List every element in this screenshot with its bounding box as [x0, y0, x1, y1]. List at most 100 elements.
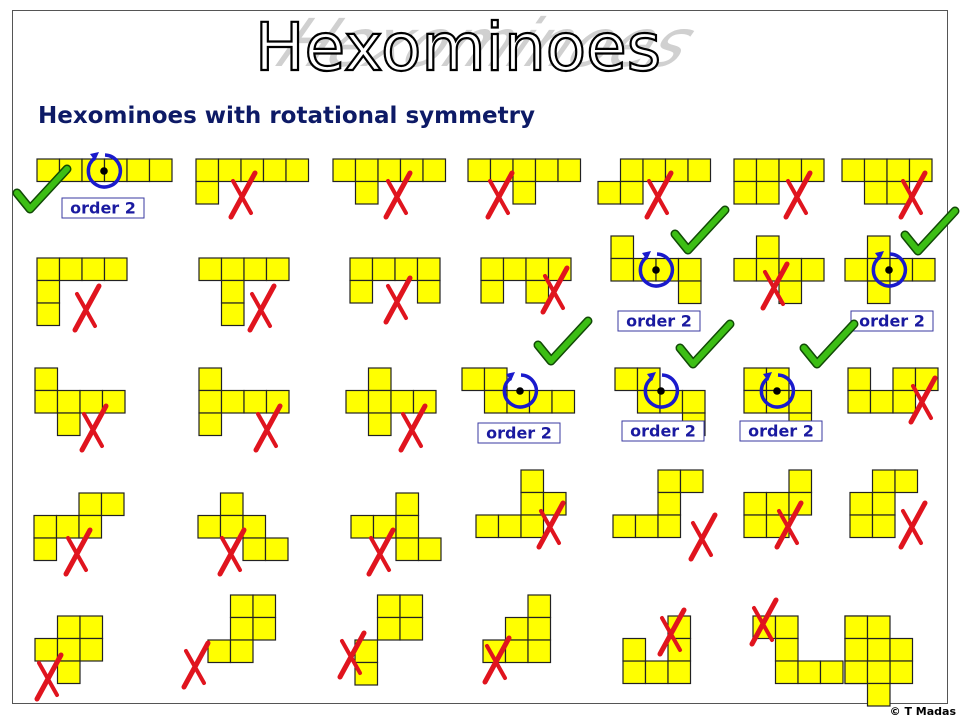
hexomino-cell — [866, 660, 891, 685]
hexomino-cell — [148, 158, 173, 183]
hexomino-28 — [849, 469, 928, 550]
copyright-notice: © T Madas — [889, 705, 956, 718]
hexomino-5 — [597, 158, 712, 220]
hexomino-cell — [525, 279, 550, 304]
hexomino-cell — [778, 280, 803, 305]
hexomino-cell — [467, 158, 492, 183]
hexomino-cell — [345, 389, 370, 414]
symmetry-order-label: order 2 — [621, 420, 705, 442]
hexomino-cell — [367, 412, 392, 437]
hexomino-26 — [612, 469, 718, 562]
hexomino-cell — [103, 257, 128, 282]
hexomino-27 — [743, 469, 813, 550]
hexomino-cell — [889, 660, 914, 685]
hexomino-cell — [377, 158, 402, 183]
cross-mark-icon — [383, 170, 413, 220]
symmetry-order-label: order 2 — [477, 422, 561, 444]
check-mark-icon — [533, 316, 593, 366]
hexomino-cell — [126, 158, 151, 183]
title-shadow: Hexominoes — [257, 6, 717, 82]
hexomino-cell — [677, 257, 702, 282]
hexomino-21 — [847, 367, 939, 425]
hexomino-17 — [345, 367, 437, 453]
slide-frame — [12, 10, 948, 704]
hexomino-cell — [399, 594, 424, 619]
cross-mark-icon — [540, 265, 570, 315]
cross-mark-icon — [337, 630, 367, 680]
hexomino-cell — [849, 514, 874, 539]
rotation-arrow-icon — [638, 251, 675, 288]
hexomino-cell — [242, 514, 267, 539]
hexomino-cell — [220, 389, 245, 414]
hexomino-31 — [337, 594, 424, 686]
hexomino-cell — [844, 615, 869, 640]
cross-mark-icon — [688, 512, 718, 562]
hexomino-8 — [36, 257, 128, 333]
rotation-arrow-icon — [871, 251, 908, 288]
hexomino-cell — [265, 257, 290, 282]
hexomino-cell — [36, 257, 61, 282]
hexomino-cell — [58, 257, 83, 282]
cross-mark-icon — [34, 652, 64, 702]
hexomino-cell — [774, 637, 799, 662]
hexomino-cell — [33, 537, 58, 562]
cross-mark-icon — [657, 607, 687, 657]
hexomino-cell — [220, 279, 245, 304]
hexomino-cell — [534, 158, 559, 183]
hexomino-cell — [416, 279, 441, 304]
hexomino-cell — [220, 302, 245, 327]
cross-mark-icon — [749, 597, 779, 647]
hexomino-cell — [252, 594, 277, 619]
hexomino-cell — [395, 514, 420, 539]
hexomino-cell — [417, 537, 442, 562]
hexomino-18: order 2 — [461, 316, 593, 444]
hexomino-cell — [894, 469, 919, 494]
hexomino-cell — [243, 257, 268, 282]
hexomino-3 — [332, 158, 447, 220]
hexomino-cell — [743, 491, 768, 516]
hexomino-cell — [56, 412, 81, 437]
hexomino-cell — [863, 158, 888, 183]
hexomino-2 — [195, 158, 310, 220]
hexomino-cell — [612, 514, 637, 539]
hexomino-cell — [229, 639, 254, 664]
hexomino-cell — [349, 279, 374, 304]
hexomino-cell — [863, 180, 888, 205]
hexomino-1: order 2 — [12, 152, 173, 219]
cross-mark-icon — [536, 500, 566, 550]
hexomino-cell — [36, 302, 61, 327]
hexomino-cell — [34, 367, 59, 392]
cross-mark-icon — [908, 375, 938, 425]
hexomino-cell — [774, 660, 799, 685]
cross-mark-icon — [774, 500, 804, 550]
hexomino-cell — [667, 660, 692, 685]
hexomino-cell — [390, 389, 415, 414]
hexomino-15 — [34, 367, 126, 453]
hexomino-cell — [755, 158, 780, 183]
symmetry-order-label: order 2 — [617, 310, 701, 332]
cross-mark-icon — [482, 635, 512, 685]
hexomino-cell — [849, 491, 874, 516]
hexomino-cell — [79, 637, 104, 662]
svg-text:order 2: order 2 — [70, 199, 136, 218]
hexomino-cell — [512, 158, 537, 183]
rotation-arrow-icon — [643, 372, 680, 409]
hexomino-cell — [480, 279, 505, 304]
cross-mark-icon — [644, 170, 674, 220]
hexomino-cell — [866, 615, 891, 640]
svg-text:order 2: order 2 — [486, 424, 552, 443]
hexomino-cell — [412, 389, 437, 414]
cross-mark-icon — [398, 403, 428, 453]
hexomino-cell — [395, 537, 420, 562]
hexomino-cell — [79, 615, 104, 640]
hexomino-cell — [252, 616, 277, 641]
cross-mark-icon — [253, 403, 283, 453]
hexomino-cell — [422, 158, 447, 183]
hexomino-23 — [197, 492, 289, 577]
hexomino-cell — [844, 660, 869, 685]
hexomino-cell — [416, 257, 441, 282]
hexomino-cell — [79, 389, 104, 414]
hexomino-6 — [733, 158, 825, 220]
svg-text:order 2: order 2 — [748, 422, 814, 441]
